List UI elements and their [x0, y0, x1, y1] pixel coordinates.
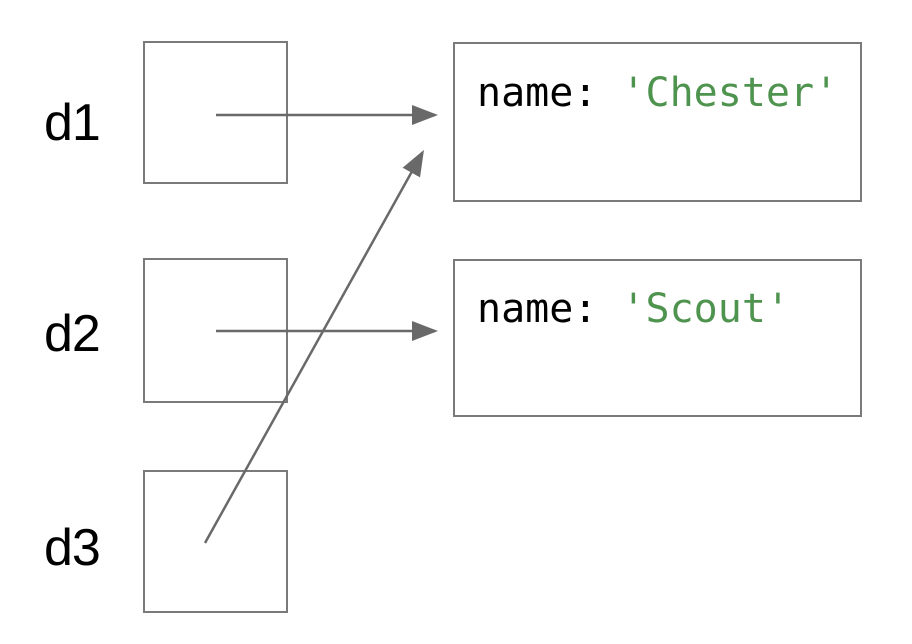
object-attribute-scout: name: 'Scout': [477, 289, 790, 329]
variable-label-d2: d2: [44, 305, 101, 363]
object-box-scout: [453, 259, 862, 417]
variable-box-d1: [143, 41, 288, 184]
attribute-key: name:: [477, 70, 598, 116]
variable-box-d2: [143, 258, 288, 403]
variable-label-d3: d3: [44, 519, 101, 577]
object-box-chester: [453, 42, 862, 202]
variable-label-d1: d1: [44, 94, 101, 152]
object-attribute-chester: name: 'Chester': [477, 73, 838, 113]
attribute-value: 'Chester': [621, 70, 839, 116]
attribute-value: 'Scout': [621, 286, 790, 332]
variable-box-d3: [143, 470, 288, 613]
attribute-key: name:: [477, 286, 598, 332]
